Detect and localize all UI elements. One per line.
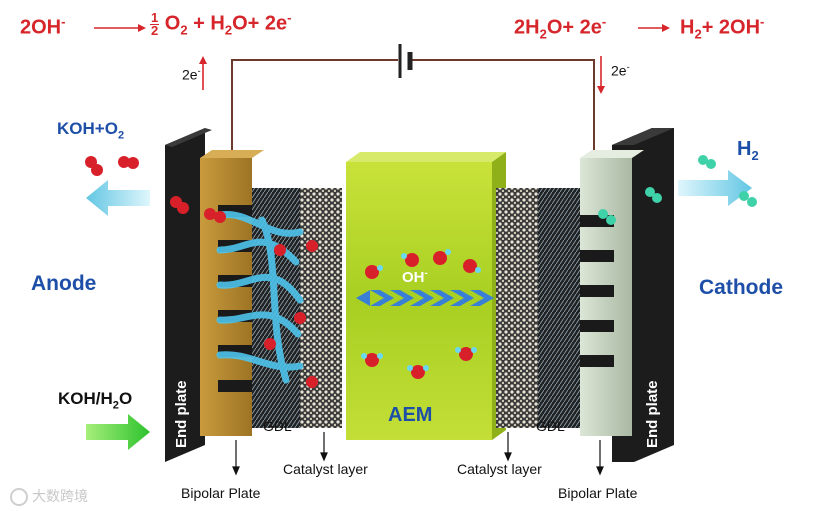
cathode-water-subscript: 2: [539, 26, 547, 42]
bipolar-right-label: Bipolar Plate: [558, 485, 638, 501]
electron-count: 2e: [182, 66, 198, 83]
charge-minus: -: [197, 66, 201, 76]
anode-catalyst-layer: [300, 188, 342, 428]
cathode-products: H2+ 2OH-: [680, 14, 764, 42]
electron-label-left: 2e-: [182, 66, 201, 83]
fraction-denominator: 2: [151, 22, 159, 38]
h2-subscript: 2: [751, 148, 759, 163]
hydroxide-molecules: [361, 249, 481, 379]
electron-label-right: 2e-: [611, 62, 630, 79]
bipolar-left-label: Bipolar Plate: [181, 485, 261, 501]
koh-h2o-inlet-arrow: [86, 414, 150, 450]
water-subscript: 2: [224, 22, 233, 38]
hydrogen-molecules: [598, 155, 757, 225]
charge-minus: -: [61, 14, 66, 29]
oxygen-subscript: 2: [180, 22, 188, 38]
cathode-reaction-equation: 2H2O+ 2e-: [514, 14, 606, 42]
anode-wire: [231, 59, 398, 170]
hydroxide-product: + 2OH: [701, 16, 761, 39]
o2-subscript: 2: [117, 129, 125, 142]
charge-minus: -: [601, 14, 607, 29]
hydrogen-symbol: H: [680, 16, 695, 39]
oxygen-symbol: O: [164, 12, 181, 35]
left-end-plate-label: End plate: [173, 380, 190, 448]
watermark-text: 大数跨境: [32, 488, 88, 504]
charge-minus: -: [287, 10, 292, 25]
koh-o2-outlet-arrow: [86, 180, 150, 216]
anode-reaction-equation: 2OH-: [20, 14, 65, 40]
fraction-numerator: 1: [150, 9, 160, 25]
koh-h2o-label: KOH/H2O: [58, 389, 132, 411]
oh-charge: -: [424, 268, 428, 279]
koh-o2-text: KOH+O: [57, 119, 118, 138]
h2-label: H2: [737, 138, 759, 163]
cathode-bipolar-plate: [580, 150, 644, 436]
hydrogen-subscript: 2: [694, 26, 702, 42]
catalyst-left-label: Catalyst layer: [283, 461, 368, 477]
h2o-o: O: [118, 389, 133, 408]
anode-label: Anode: [31, 272, 97, 295]
oh-text: OH: [402, 269, 425, 286]
cathode-electrons: O+ 2e: [546, 16, 602, 39]
gdl-right-label: GDL: [536, 418, 565, 434]
watermark-logo-icon: [10, 488, 28, 507]
cathode-reactant: 2H: [514, 16, 540, 39]
charge-minus: -: [760, 14, 765, 29]
cathode-label: Cathode: [699, 276, 783, 299]
anode-reactant: 2OH: [20, 16, 62, 39]
watermark: 大数跨境: [10, 486, 88, 507]
electron-count: 2e: [611, 62, 627, 79]
oh-transport-arrows: [356, 290, 494, 306]
koh-o2-label: KOH+O2: [57, 119, 124, 141]
koh-h2o-text: KOH/H: [58, 389, 113, 408]
anode-electrons: O+ 2e: [232, 12, 288, 35]
charge-minus: -: [626, 62, 630, 72]
left-end-plate: [165, 128, 212, 462]
catalyst-right-label: Catalyst layer: [457, 461, 542, 477]
h2-text: H: [737, 138, 752, 160]
plus-water: + H: [187, 12, 225, 35]
h2-outlet-arrow: [678, 170, 752, 206]
gdl-left-label: GDL: [263, 418, 292, 434]
right-end-plate-label: End plate: [644, 380, 661, 448]
label-pointers: [232, 432, 604, 476]
water-channels: [216, 210, 304, 384]
cathode-gdl: [538, 188, 580, 428]
oxygen-molecules: [85, 156, 318, 388]
oh-label: OH-: [402, 268, 428, 286]
h2o-subscript: 2: [112, 399, 119, 412]
cathode-catalyst-layer: [496, 188, 538, 428]
aem-label: AEM: [388, 404, 433, 426]
